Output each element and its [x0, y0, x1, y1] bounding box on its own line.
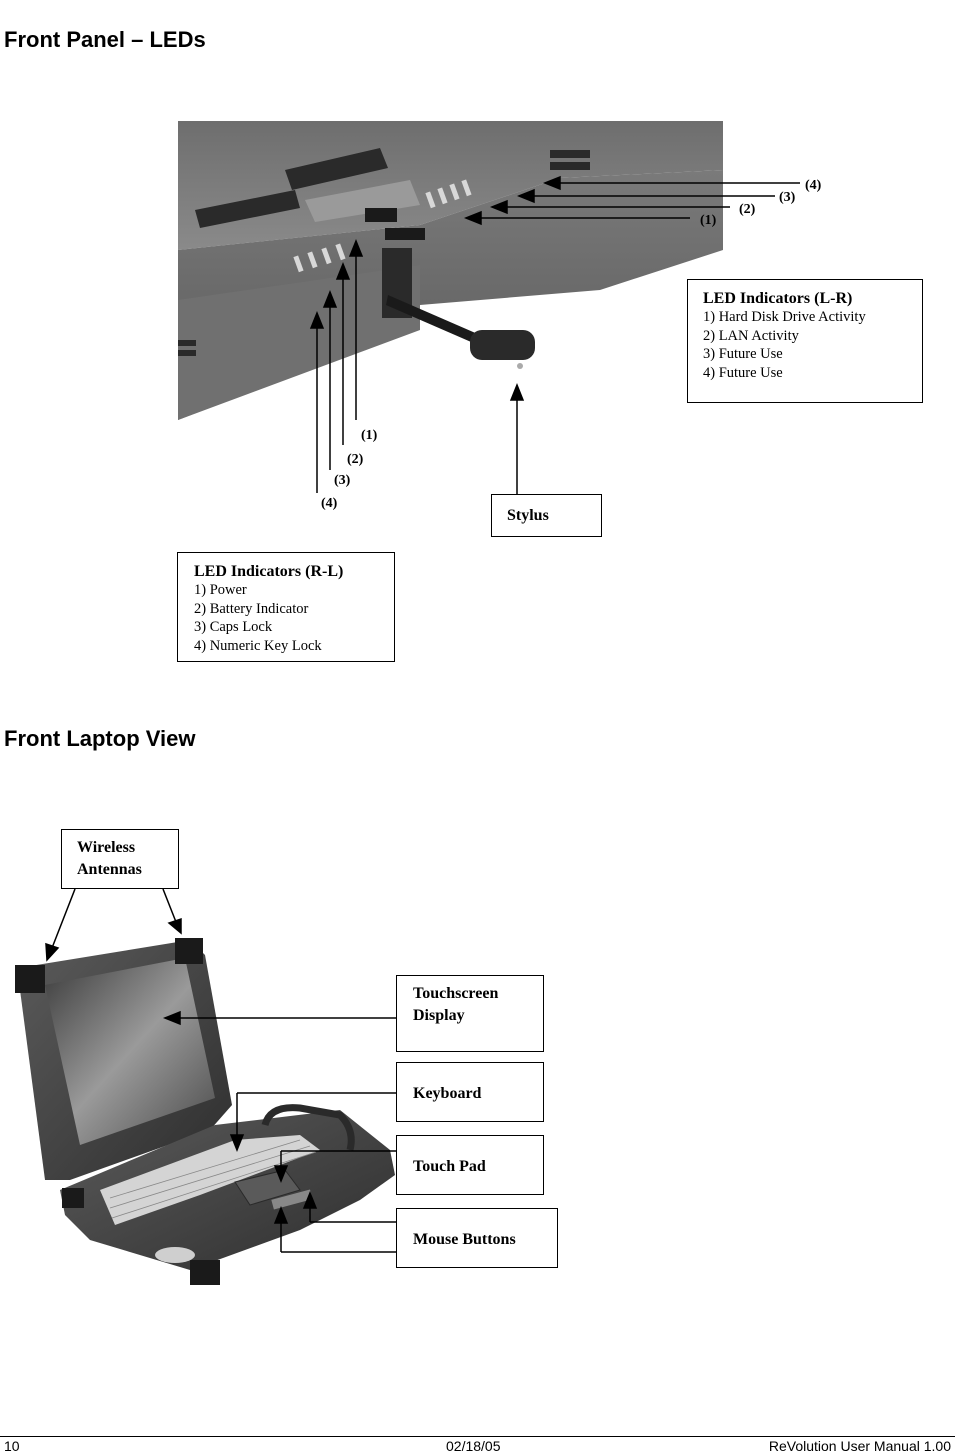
led-lr-marker-3: (3)	[779, 190, 796, 205]
led-lr-marker-2: (2)	[739, 202, 756, 217]
footer-brand: ReVolution	[768, 1438, 837, 1454]
led-rl-title: LED Indicators (R-L)	[194, 563, 344, 580]
led-rl-marker-4: (4)	[321, 496, 338, 511]
stylus-callout-box: Stylus	[491, 494, 602, 537]
led-lr-item-2: 2) LAN Activity	[703, 327, 799, 344]
led-lr-marker-1: (1)	[700, 213, 717, 228]
keyboard-callout-box: Keyboard	[396, 1062, 544, 1122]
led-rl-marker-3: (3)	[334, 473, 351, 488]
touchscreen-label-line2: Display	[413, 1007, 465, 1024]
section-heading-front-laptop-view: Front Laptop View	[4, 726, 196, 751]
led-rl-item-1: 1) Power	[194, 582, 247, 598]
footer-title: ReVolution User Manual 1.00	[769, 1438, 951, 1454]
stylus-label: Stylus	[507, 507, 549, 524]
led-lr-title: LED Indicators (L-R)	[703, 290, 853, 307]
led-indicators-lr-box: LED Indicators (L-R) 1) Hard Disk Drive …	[687, 279, 923, 403]
wireless-label-line2: Antennas	[77, 861, 142, 878]
wireless-label-line1: Wireless	[77, 839, 136, 856]
footer-page-number: 10	[4, 1438, 20, 1454]
touchscreen-callout-box: Touchscreen Display	[396, 975, 544, 1052]
led-lr-marker-4: (4)	[805, 178, 822, 193]
mouse-buttons-label: Mouse Buttons	[413, 1231, 516, 1248]
wireless-antennas-callout-box: Wireless Antennas	[61, 829, 179, 889]
led-lr-item-4: 4) Future Use	[703, 364, 783, 381]
footer-date: 02/18/05	[446, 1438, 501, 1454]
footer-title-suffix: User Manual 1.00	[836, 1438, 951, 1454]
mouse-buttons-callout-box: Mouse Buttons	[396, 1208, 558, 1268]
led-lr-item-1: 1) Hard Disk Drive Activity	[703, 309, 866, 325]
led-indicators-rl-box: LED Indicators (R-L) 1) Power 2) Battery…	[177, 552, 395, 662]
touchpad-label: Touch Pad	[413, 1158, 486, 1175]
led-rl-item-4: 4) Numeric Key Lock	[194, 637, 322, 654]
keyboard-label: Keyboard	[413, 1085, 482, 1102]
led-rl-marker-1: (1)	[361, 428, 378, 443]
led-rl-item-2: 2) Battery Indicator	[194, 600, 309, 617]
section-heading-front-panel: Front Panel – LEDs	[4, 27, 206, 52]
led-rl-marker-2: (2)	[347, 452, 364, 467]
led-lr-item-3: 3) Future Use	[703, 346, 783, 362]
footer-rule	[0, 1436, 955, 1437]
touchpad-callout-box: Touch Pad	[396, 1135, 544, 1195]
led-rl-item-3: 3) Caps Lock	[194, 619, 273, 635]
touchscreen-label-line1: Touchscreen	[413, 985, 499, 1002]
